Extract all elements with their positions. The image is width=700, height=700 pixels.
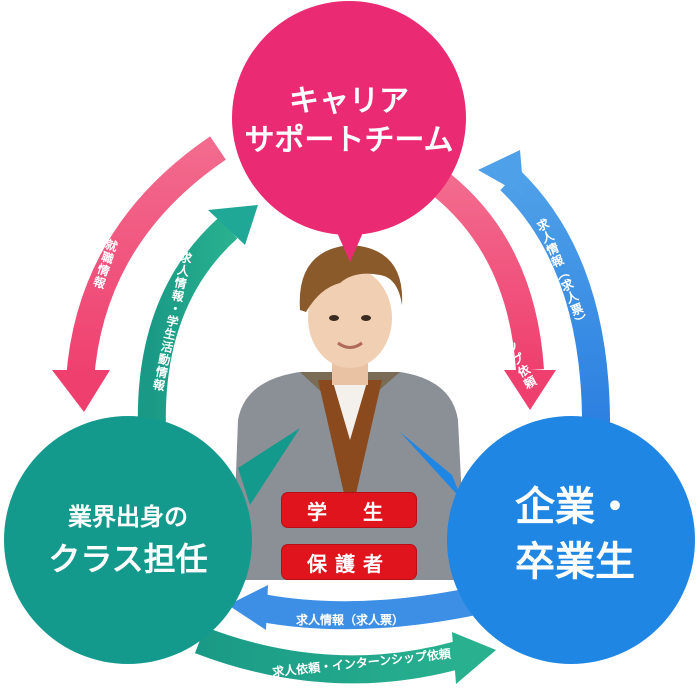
career-support-team-bubble: キャリア サポートチーム (232, 1, 466, 262)
arrow-pink-left (52, 136, 226, 412)
arrow-teal-left (137, 205, 258, 431)
student-figure-image (232, 245, 466, 580)
company-line2: 卒業生 (515, 539, 635, 585)
teacher-line2: クラス担任 (48, 540, 207, 578)
career-team-line1: キャリア (289, 84, 409, 119)
arrow-blue-right (478, 150, 611, 433)
arrow-label-blue-bottom: 求人情報（求人票） (296, 612, 404, 627)
company-line1: 企業・ (515, 484, 635, 530)
student-badge: 学 生 (282, 493, 416, 527)
arrow-blue-bottom (228, 585, 473, 630)
guardian-badge: 保護者 (282, 545, 416, 579)
arrow-pink-right (433, 174, 556, 410)
career-team-line2: サポートチーム (244, 123, 453, 158)
company-graduates-bubble: 企業・ 卒業生 (400, 416, 695, 664)
arrow-teal-bottom (194, 626, 496, 684)
class-teacher-bubble: 業界出身の クラス担任 (4, 416, 300, 664)
teacher-line1: 業界出身の (68, 503, 188, 531)
